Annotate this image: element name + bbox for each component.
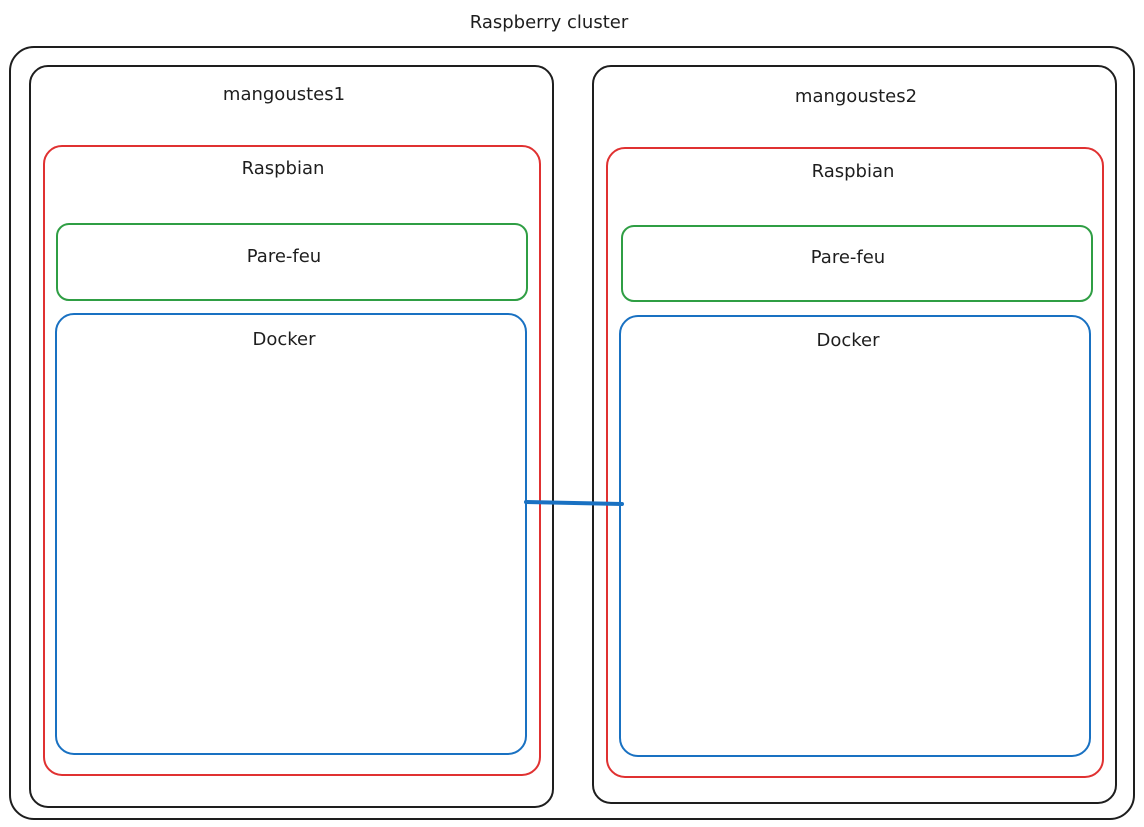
node-mangoustes2[interactable]: mangoustes2 Raspbian Pare-feu Docker [592,65,1117,804]
node-box [592,65,1117,804]
firewall-label: Pare-feu [247,246,321,267]
node-label: mangoustes1 [223,84,345,105]
os-box [606,147,1104,778]
node-mangoustes1[interactable]: mangoustes1 Raspbian Pare-feu Docker [29,65,554,808]
firewall-box [56,223,528,301]
os-label: Raspbian [242,158,325,179]
node-label: mangoustes2 [795,86,917,107]
os-box [43,145,541,776]
os-label: Raspbian [812,161,895,182]
firewall-box [621,225,1093,302]
docker-link[interactable] [524,500,624,506]
firewall-label: Pare-feu [811,247,885,268]
node-box [29,65,554,808]
docker-box [55,313,527,755]
docker-label: Docker [816,330,880,351]
cluster-title: Raspberry cluster [470,12,629,33]
docker-label: Docker [252,329,316,350]
docker-box [619,315,1091,757]
cluster-container[interactable] [9,46,1135,820]
